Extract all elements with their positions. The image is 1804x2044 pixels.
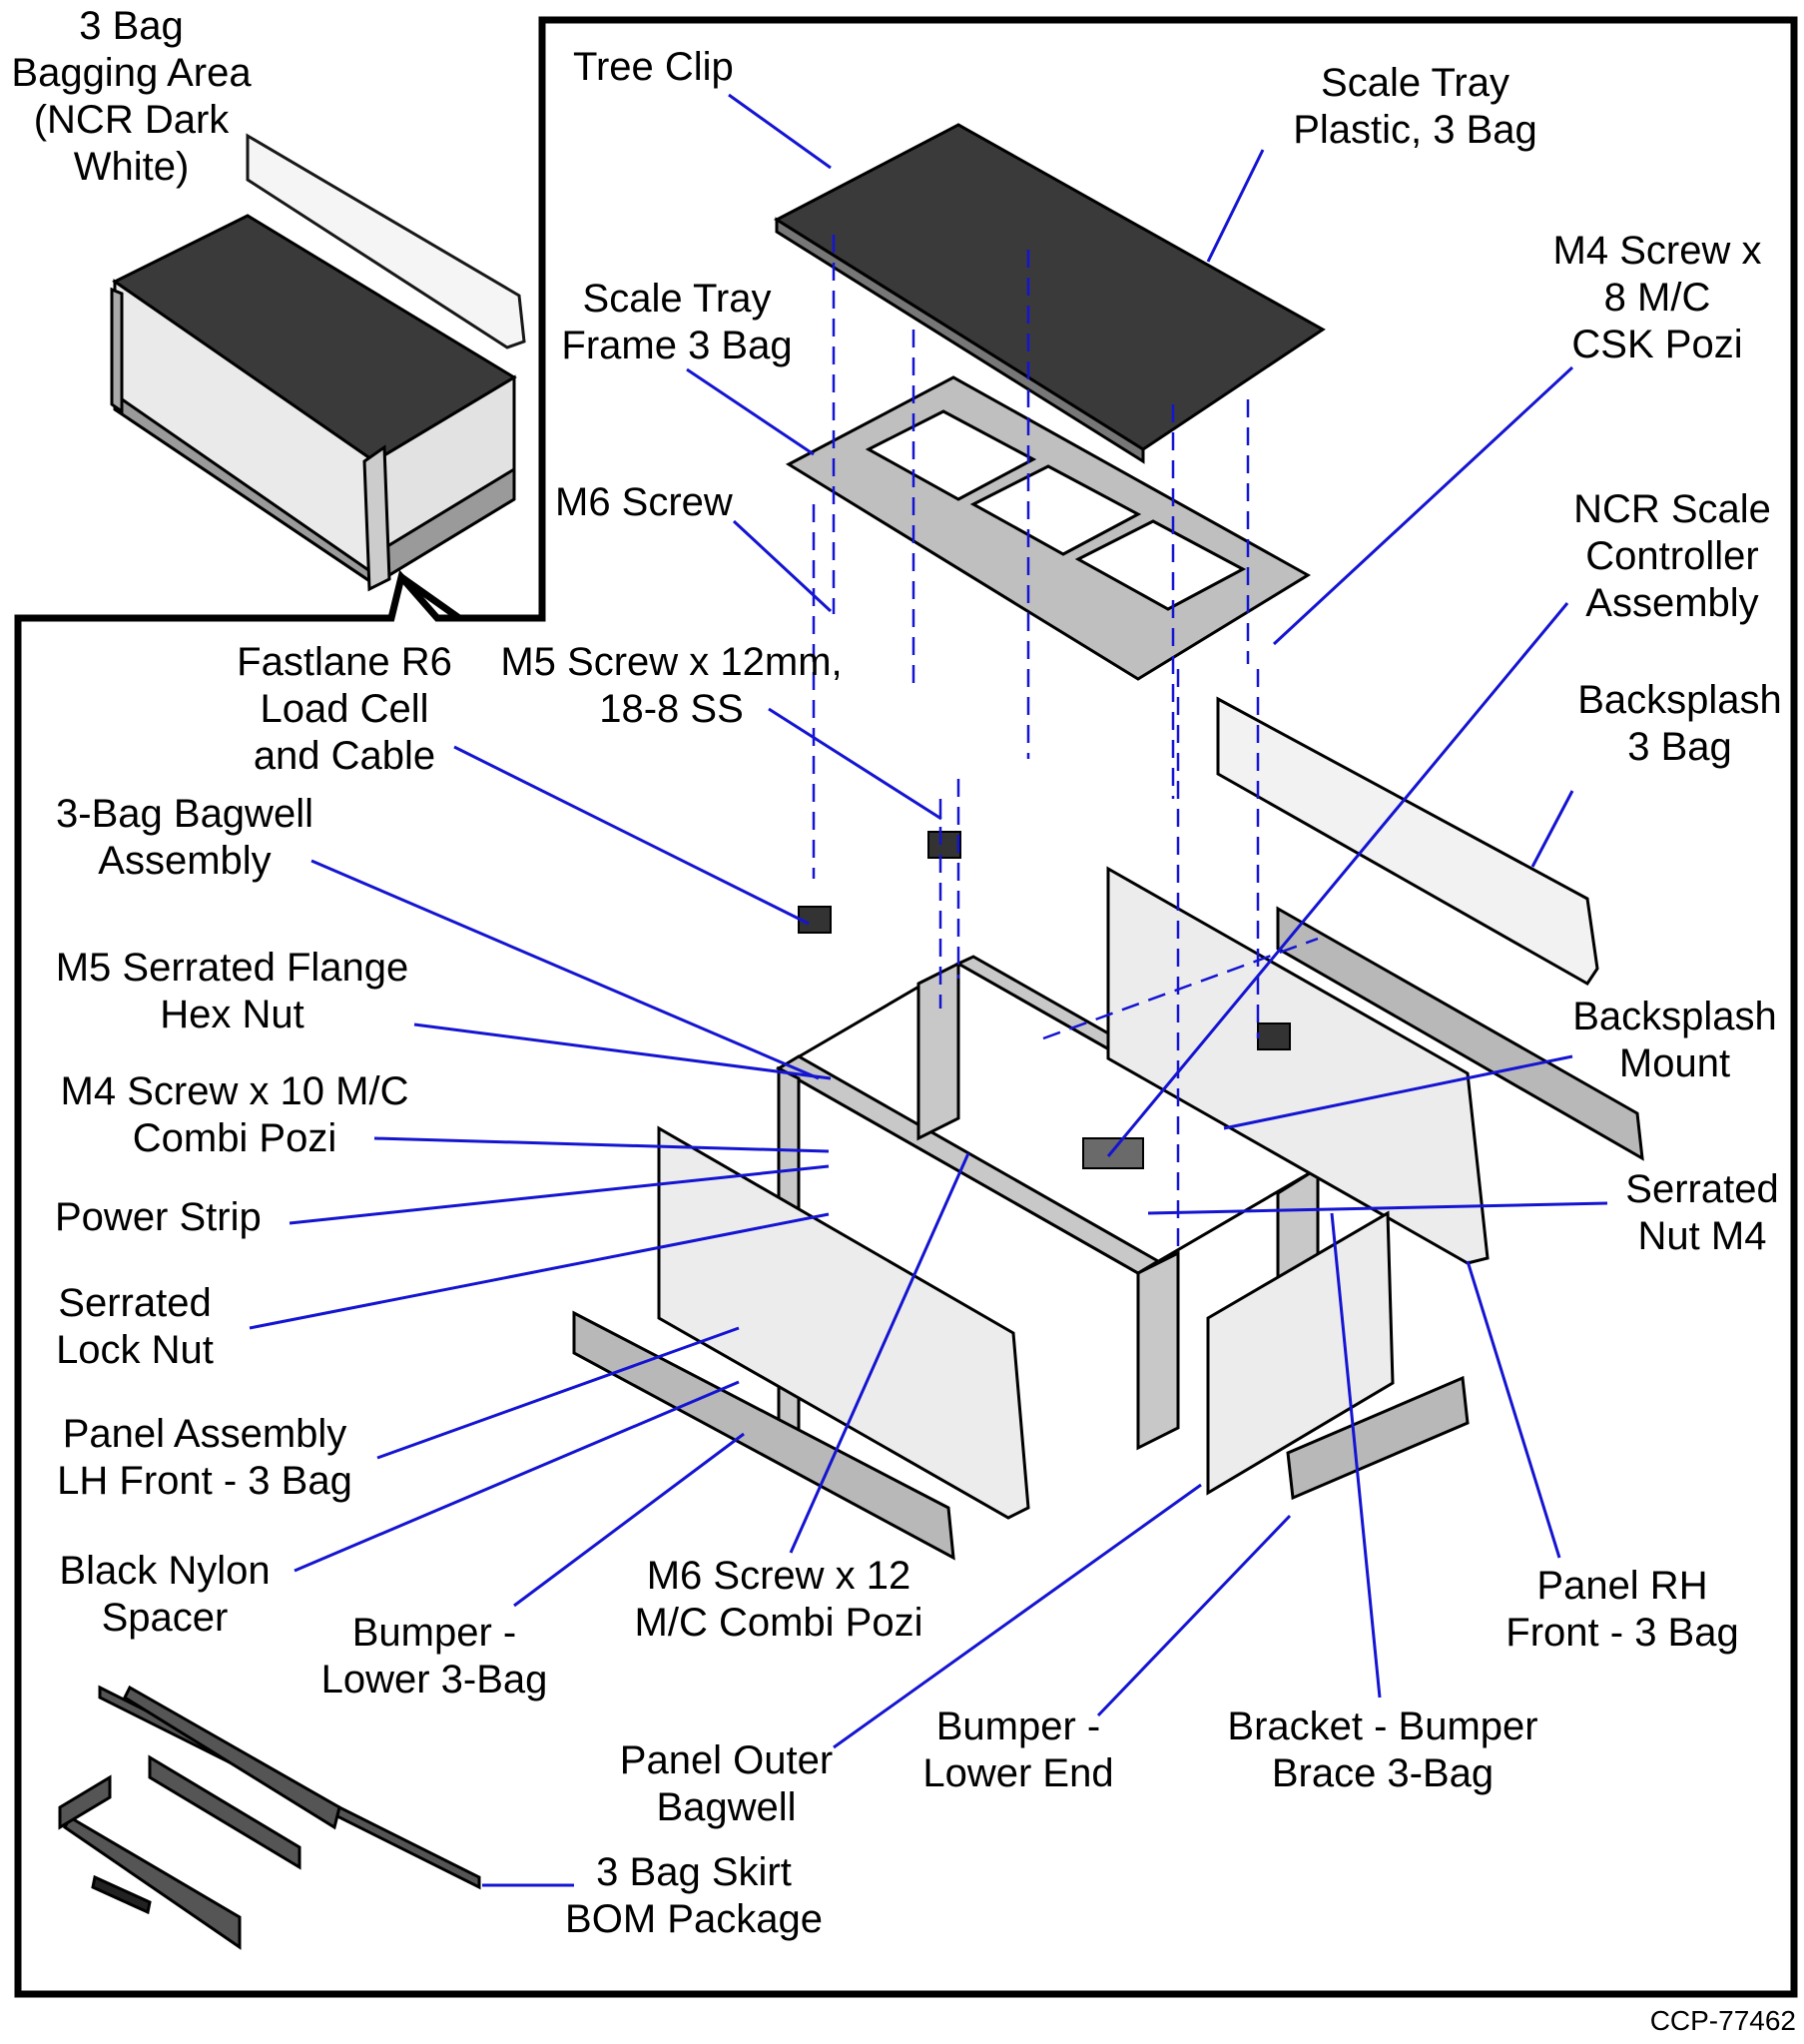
inset-pointer	[398, 574, 462, 621]
side-panels	[657, 866, 1490, 1520]
label-bumper-lower: Bumper -Lower 3-Bag	[320, 1611, 548, 1702]
skirt-parts	[58, 1685, 481, 1950]
label-m5-screw: M5 Screw x 12mm,18-8 SS	[500, 640, 843, 731]
backsplash-panel	[1216, 696, 1599, 986]
small-parts	[798, 831, 1291, 1169]
scale-tray-frame	[785, 375, 1311, 681]
diagram-frame	[14, 16, 1798, 1998]
label-tree-clip: Tree Clip	[573, 45, 734, 89]
label-power-strip: Power Strip	[55, 1195, 262, 1239]
bumpers	[572, 906, 1644, 1561]
label-bumper-end: Bumper -Lower End	[922, 1704, 1114, 1795]
scale-tray-plastic	[773, 123, 1326, 464]
inset-bagging-area	[110, 133, 526, 592]
label-m6-screw: M6 Screw	[555, 480, 733, 524]
assembly-lines	[812, 235, 1319, 1248]
leader-lines	[249, 93, 1608, 1887]
document-id: CCP-77462	[1649, 2005, 1796, 2036]
